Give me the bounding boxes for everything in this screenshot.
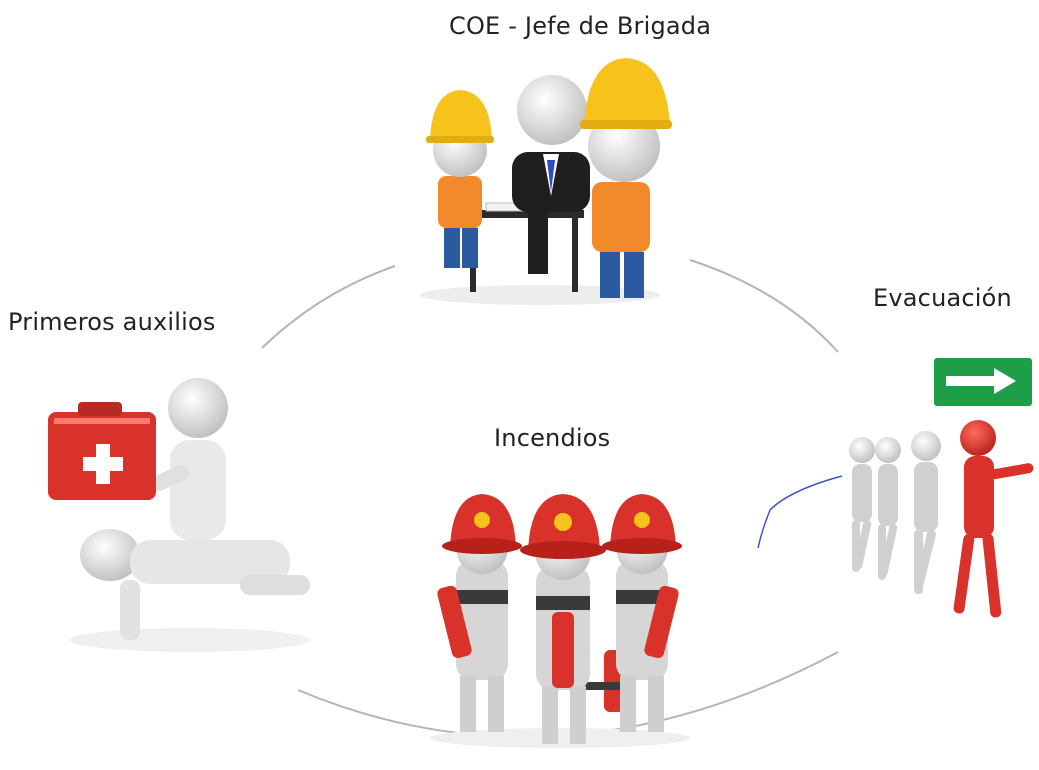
node-label-incendios: Incendios <box>494 424 611 452</box>
ring-arc-top-left <box>261 265 396 349</box>
evacuation-icon <box>849 358 1034 618</box>
ring-arc-top-right <box>689 259 839 353</box>
team-meeting-icon <box>420 58 672 305</box>
first-aid-icon <box>48 378 310 652</box>
node-label-evacuacion: Evacuación <box>873 284 1012 312</box>
node-label-primeros-auxilios: Primeros auxilios <box>8 308 216 336</box>
node-label-coe: COE - Jefe de Brigada <box>449 12 712 40</box>
pen-stroke <box>757 475 843 549</box>
firefighters-icon <box>430 494 690 748</box>
